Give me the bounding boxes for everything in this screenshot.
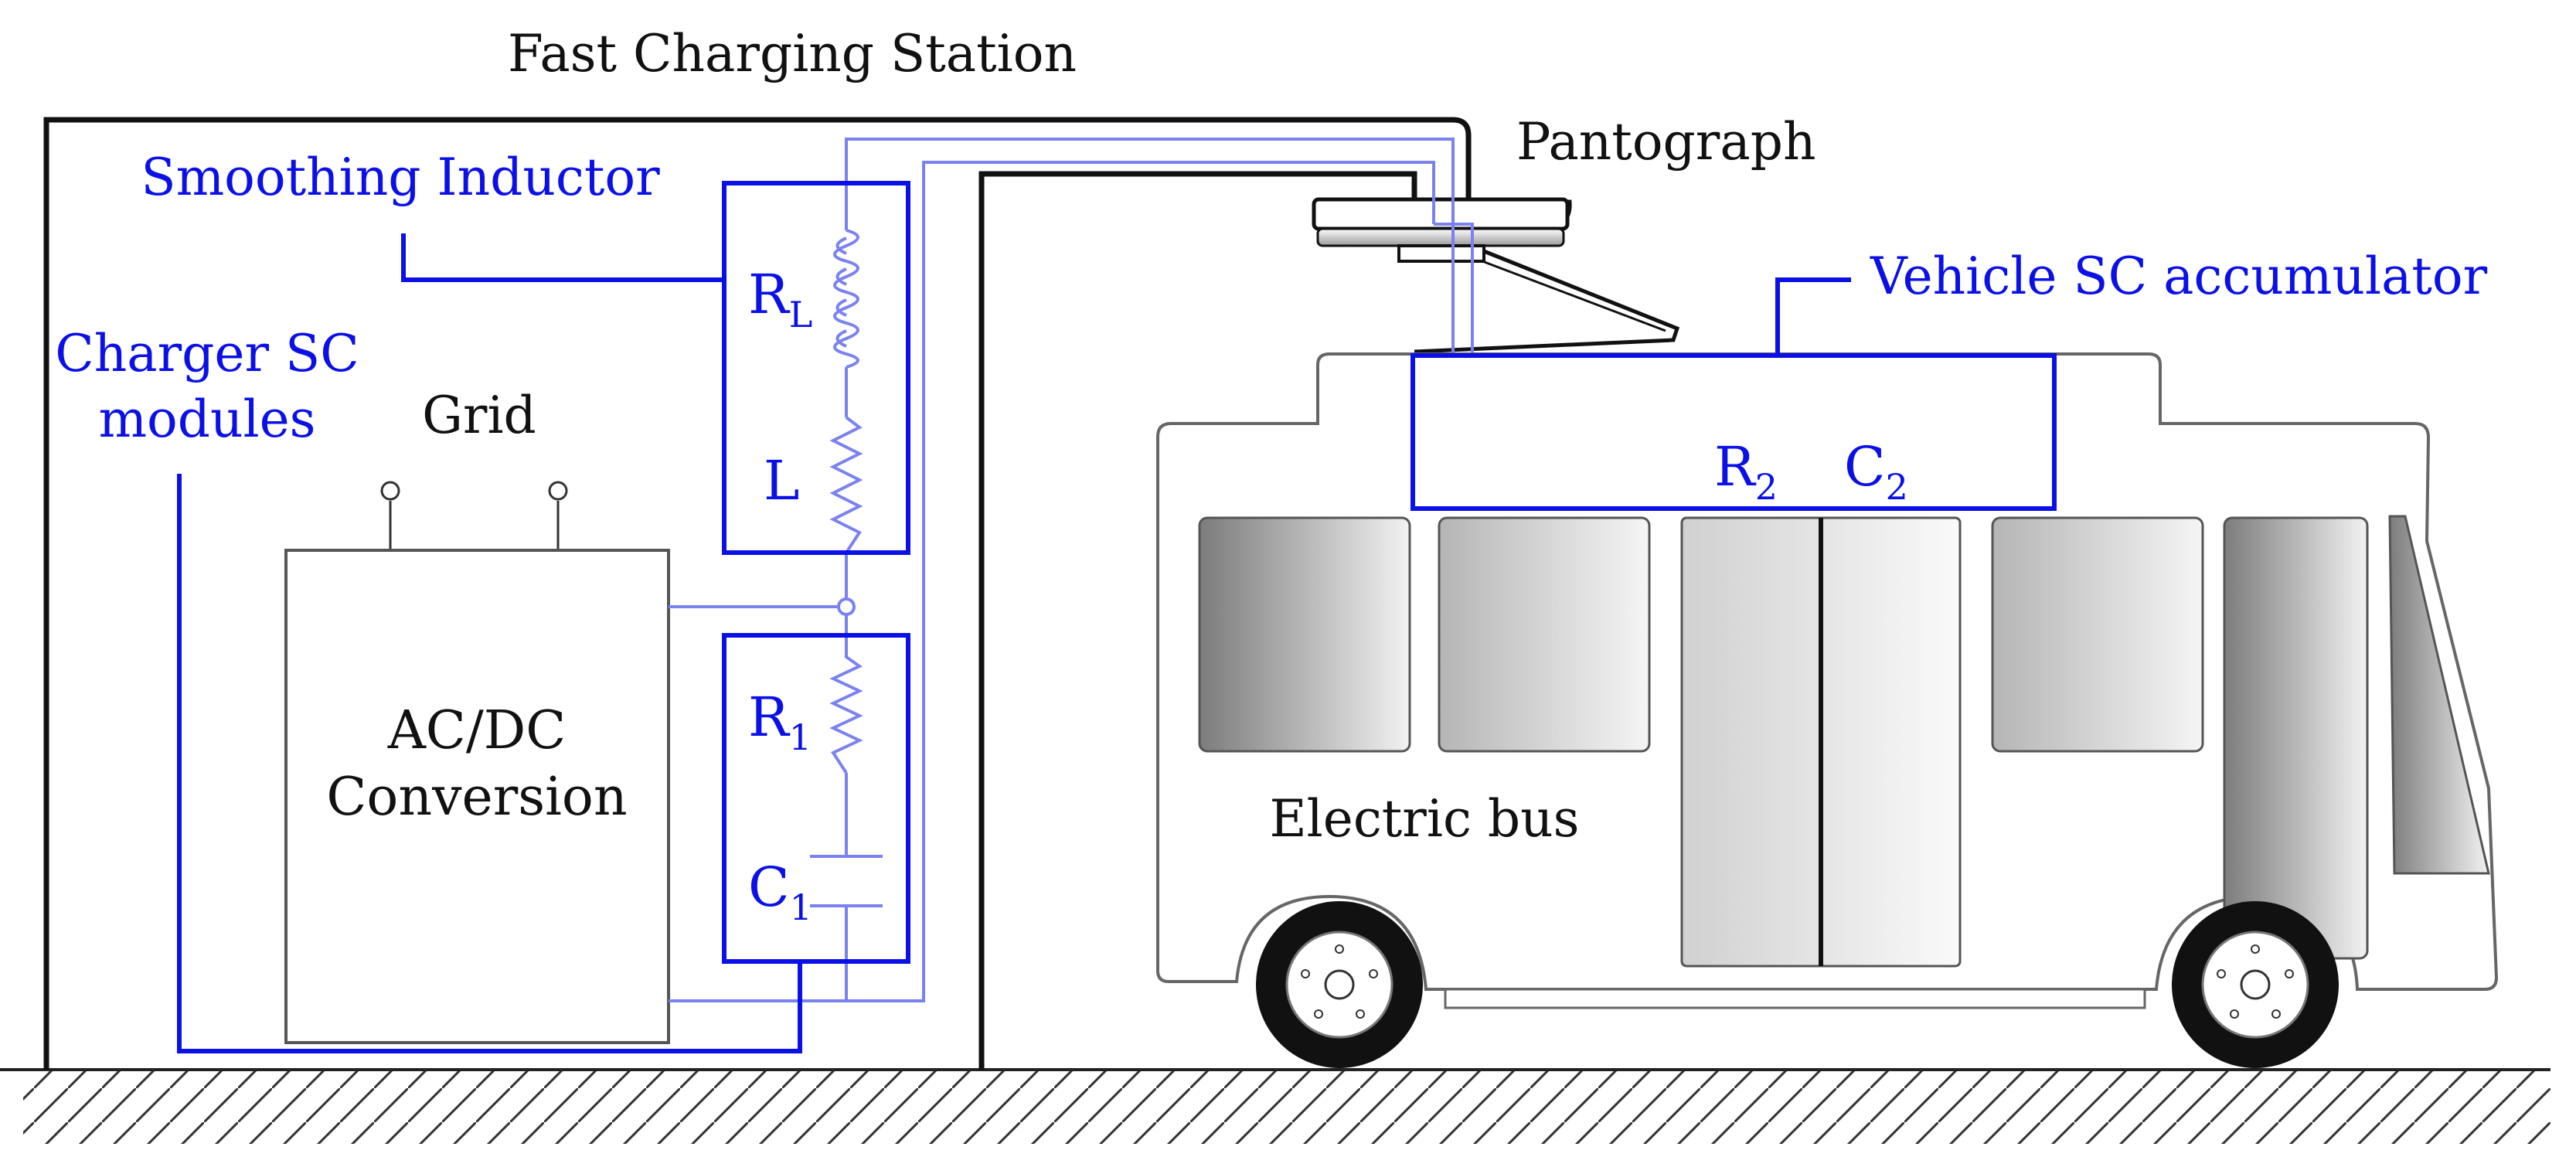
station-title: Fast Charging Station [508, 24, 1077, 83]
charger-sc-box [722, 633, 910, 964]
pantograph [1312, 197, 1680, 354]
charger-sc-label-line1: Charger SC [55, 324, 359, 383]
grid-label: Grid [422, 386, 536, 445]
bus-window [1991, 516, 2204, 753]
c2-label: C2 [1844, 435, 1908, 508]
charger-sc-leader [177, 474, 802, 1053]
bus-window [1198, 516, 1411, 753]
smoothing-inductor-label: Smoothing Inductor [141, 148, 660, 207]
c1-label: C1 [748, 856, 812, 928]
rl-label: RL [748, 263, 812, 335]
bus-windshield [2388, 515, 2490, 875]
grid-connection [380, 481, 568, 550]
electric-bus [1156, 352, 2499, 1009]
bus-window [1438, 516, 1651, 753]
bus-wheel-front [1256, 901, 1423, 1068]
charger-sc-label-line2: modules [98, 390, 315, 449]
smoothing-inductor-box [722, 181, 910, 555]
vehicle-sc-box [1411, 353, 2057, 511]
vehicle-sc-leader [1775, 277, 1851, 356]
vehicle-sc-label: Vehicle SC accumulator [1870, 247, 2488, 306]
l-label: L [764, 449, 799, 512]
acdc-converter-box [284, 549, 670, 1044]
bus-label: Electric bus [1269, 789, 1579, 849]
converter-label-line1: AC/DC [387, 700, 567, 761]
ground [0, 1068, 2550, 1144]
bus-wheel-rear [2172, 901, 2339, 1068]
converter-label-line2: Conversion [326, 767, 627, 828]
smoothing-inductor-leader [401, 233, 724, 282]
r1-label: R1 [748, 686, 812, 758]
pantograph-label: Pantograph [1516, 112, 1815, 172]
bus-window [2223, 516, 2369, 960]
annotation-frames [177, 181, 2057, 1053]
r2-label: R2 [1714, 435, 1778, 508]
